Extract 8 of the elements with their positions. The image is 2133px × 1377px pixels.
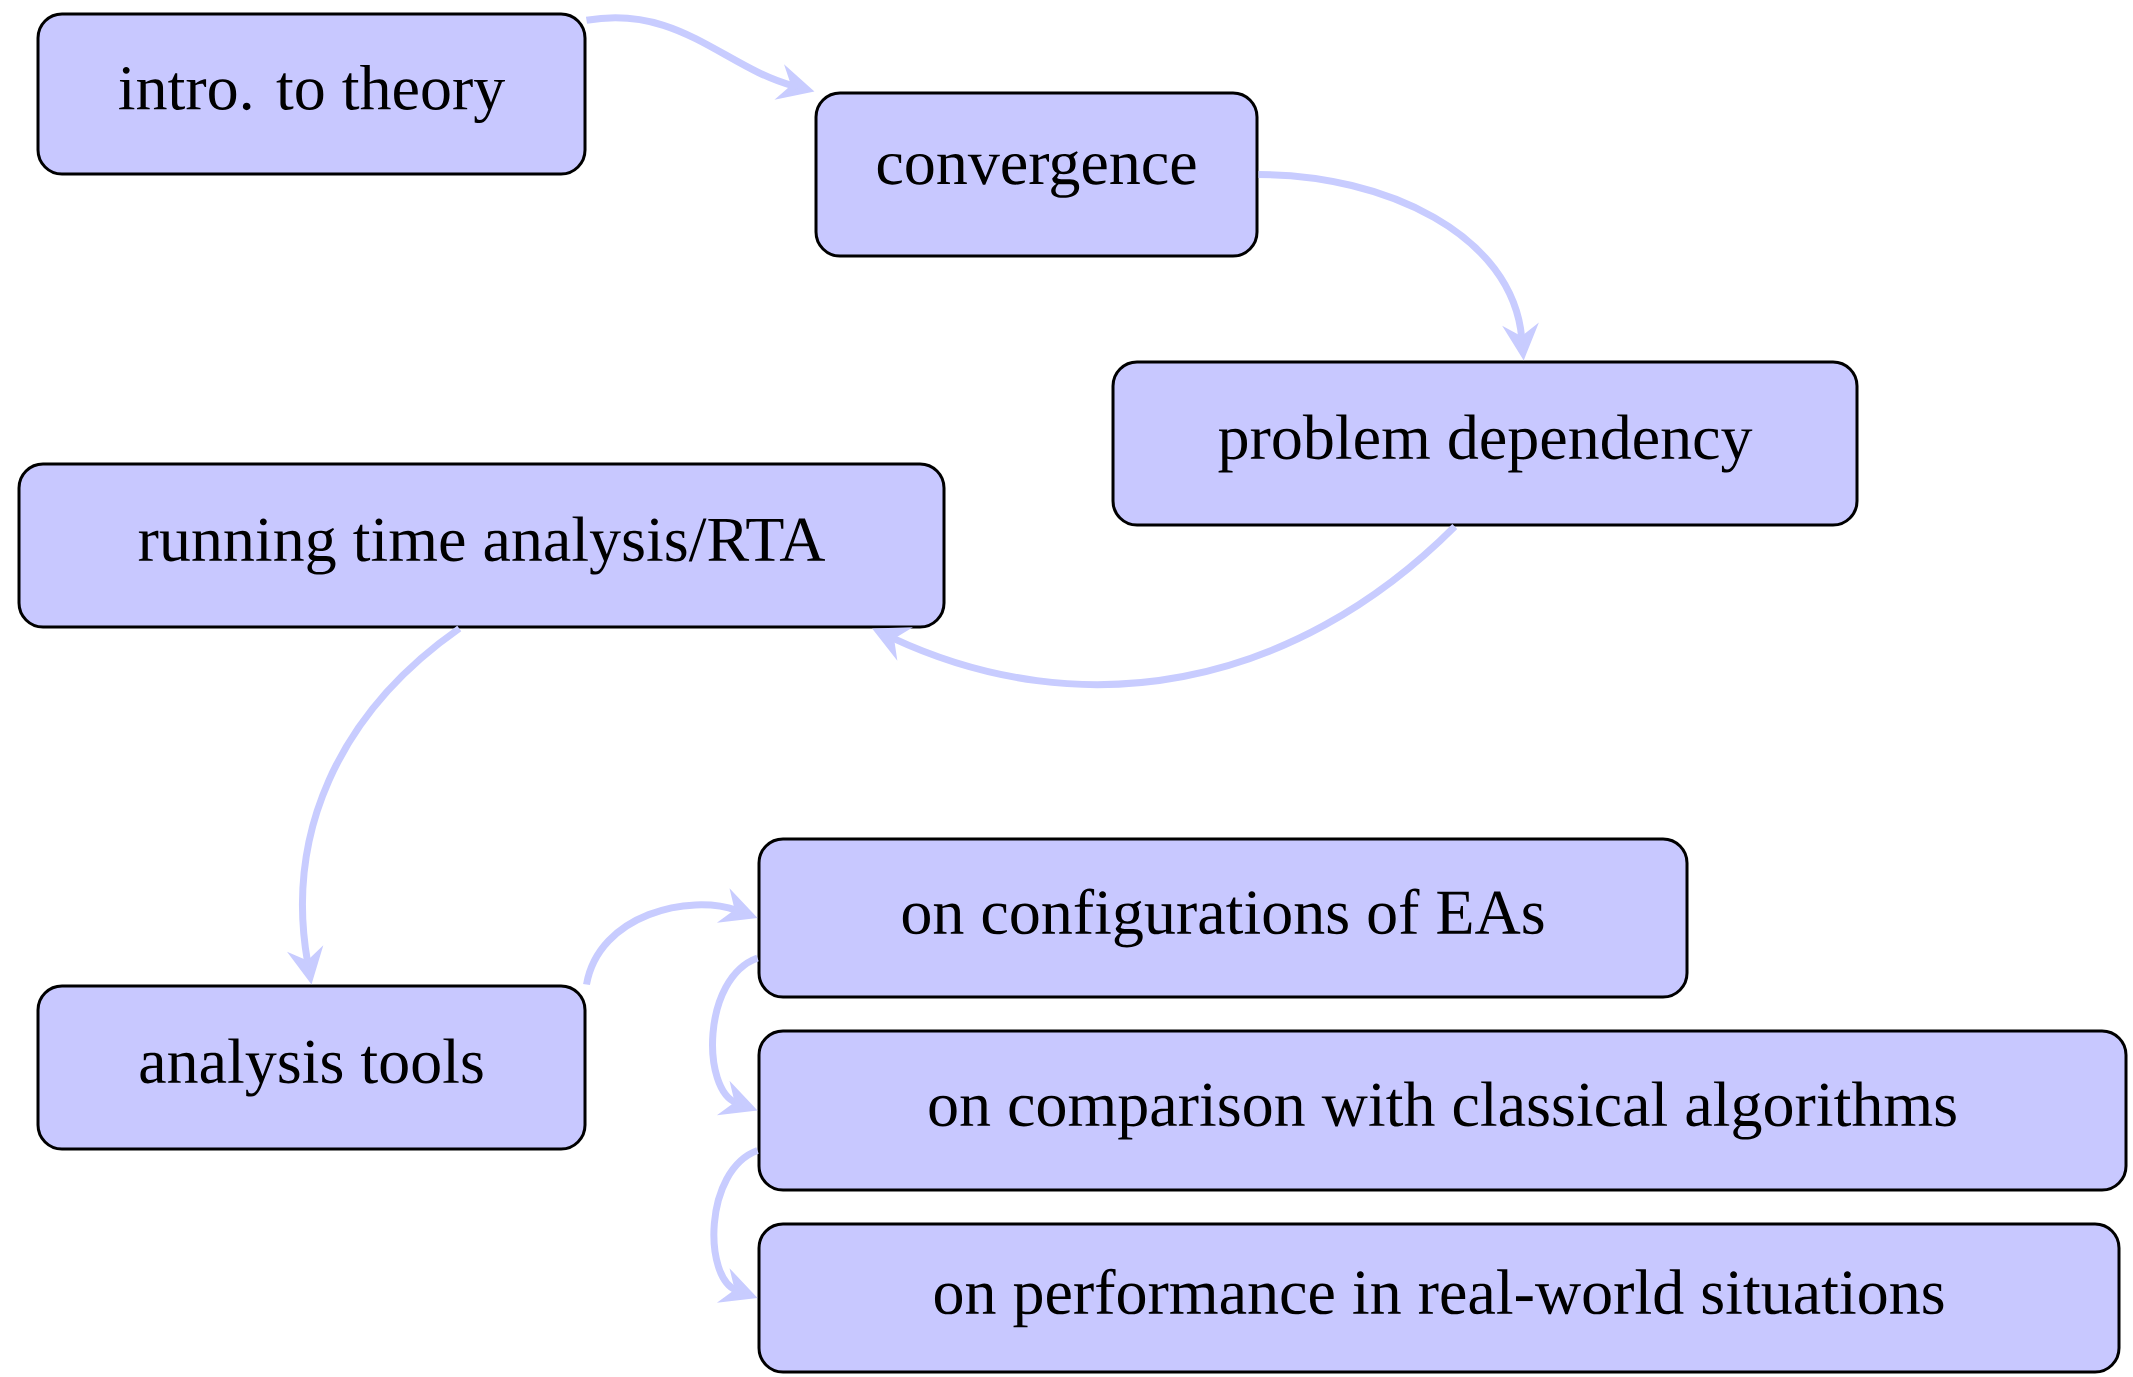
process-box: on comparison with classical algorithms — [757, 1029, 2128, 1192]
process-box: on performance in real-world situations — [757, 1222, 2121, 1374]
process-box: running time analysis/RTA — [17, 462, 946, 629]
process-box: intro. to theory — [36, 12, 587, 176]
process-box: problem dependency — [1111, 360, 1859, 527]
process-box: analysis tools — [36, 984, 587, 1151]
process-box: convergence — [814, 91, 1259, 258]
process-box: on configurations of EAs — [757, 837, 1689, 999]
